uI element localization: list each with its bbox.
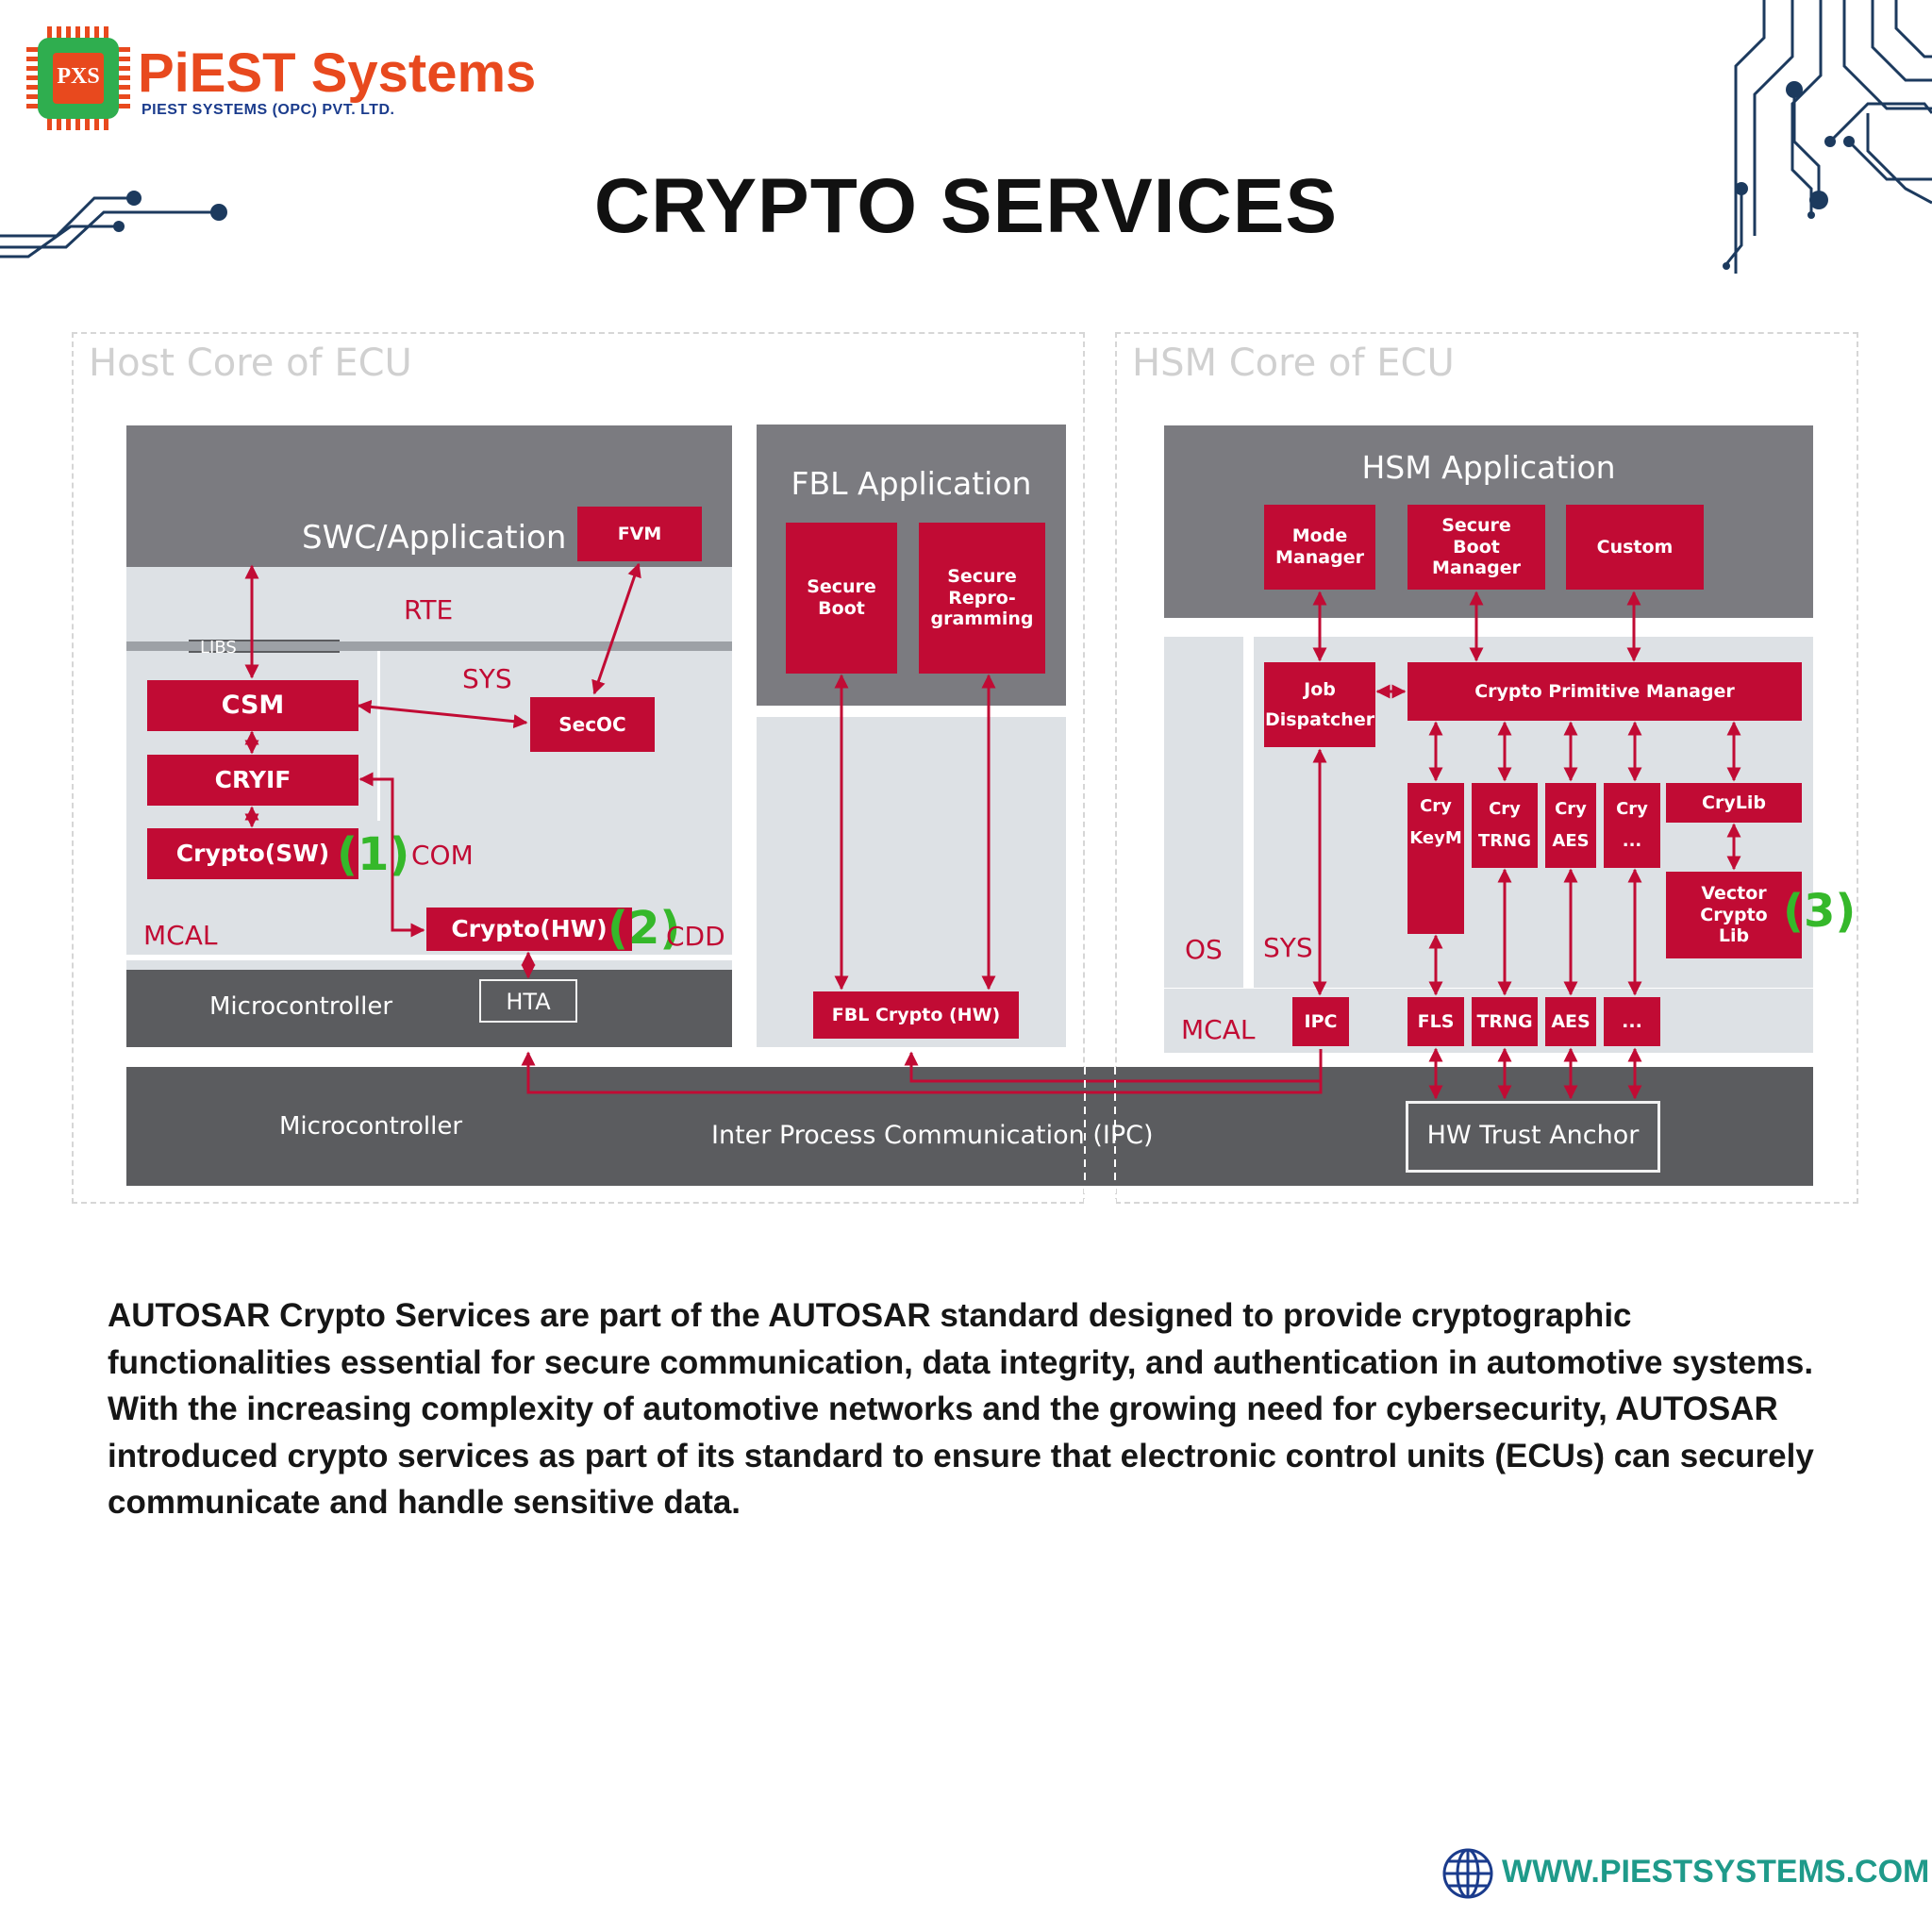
globe-icon [1442,1848,1493,1899]
vector-crypto-lib-module: Vector Crypto Lib [1666,872,1802,958]
trng-module: TRNG [1472,997,1538,1046]
sys-label: SYS [462,663,512,694]
rte-divider [126,641,732,651]
cry-trng-module: Cry TRNG [1472,783,1538,868]
crypto-sw-module: Crypto(SW) [147,828,358,879]
rte-label: RTE [404,594,454,625]
fbl-secure-boot-module: Secure Boot [786,523,897,674]
hsm-os-area [1164,637,1243,988]
csm-module: CSM [147,680,358,731]
hta-box [479,979,577,1023]
chip-logo-icon [26,26,130,130]
bottom-microcontroller-label: Microcontroller [279,1112,463,1141]
host-mcal-label: MCAL [143,920,218,951]
crylib-module: CryLib [1666,783,1802,823]
connector-arrows [244,562,1741,1100]
cry-keym-module: Cry KeyM [1407,783,1464,934]
swc-application-label: SWC/Application [302,519,567,557]
hsm-sys-label: SYS [1263,932,1313,963]
fvm-module: FVM [577,507,702,561]
secure-boot-manager-module: Secure Boot Manager [1407,505,1545,590]
fbl-crypto-hw-module: FBL Crypto (HW) [813,991,1019,1039]
circuit-left-icon [0,196,217,258]
fbl-application-label: FBL Application [791,465,1032,502]
mode-manager-module: Mode Manager [1264,505,1375,590]
more-module: ... [1604,997,1660,1046]
marker-2: (2) [608,902,681,955]
hsm-mcal-label: MCAL [1181,1014,1256,1045]
logo-letters: PXS [57,64,100,89]
fls-module: FLS [1407,997,1464,1046]
host-core-outline [72,332,1085,1204]
crypto-primitive-manager-module: Crypto Primitive Manager [1407,662,1802,721]
cryif-module: CRYIF [147,755,358,806]
job-dispatcher-module: Job Dispatcher [1264,662,1375,747]
brand-logo: PXS [26,26,130,130]
hsm-os-label: OS [1185,934,1223,965]
host-microcontroller-bar [126,970,732,1047]
hta-label: HTA [506,989,551,1015]
cdd-label: CDD [666,921,725,952]
hsm-core-label: HSM Core of ECU [1132,341,1455,385]
page-title: CRYPTO SERVICES [593,163,1339,249]
hw-trust-anchor-box [1406,1101,1660,1173]
circuit-right-icon [1724,0,1932,274]
cry-keym-label: Cry KeyM [1409,796,1462,849]
hsm-core-outline [1115,332,1858,1204]
marker-3: (3) [1783,885,1857,938]
brand-name: PiEST Systems [138,42,537,104]
secoc-module: SecOC [530,697,655,752]
libs-label: LIBS [200,638,237,658]
ipc-label: Inter Process Communication (IPC) [711,1121,1154,1150]
mcal-divider [126,955,732,960]
hsm-application-label: HSM Application [1361,449,1616,486]
custom-module: Custom [1566,505,1704,590]
hw-trust-anchor-label: HW Trust Anchor [1426,1121,1640,1150]
website-link[interactable]: WWW.PIESTSYSTEMS.COM [1502,1854,1930,1890]
crypto-hw-module: Crypto(HW) [426,908,632,951]
aes-module: AES [1545,997,1596,1046]
microcontroller-band [126,1067,1813,1186]
sys-area-divider [377,651,531,821]
cry-more-module: Cry ... [1604,783,1660,868]
ipc-module: IPC [1292,997,1349,1046]
host-core-label: Host Core of ECU [89,341,412,385]
fbl-secure-reprogramming-module: Secure Repro-gramming [919,523,1045,674]
cry-aes-module: Cry AES [1545,783,1596,868]
host-microcontroller-label: Microcontroller [209,992,393,1021]
brand-subtitle: PIEST SYSTEMS (OPC) PVT. LTD. [142,102,395,118]
description-paragraph: AUTOSAR Crypto Services are part of the … [108,1297,1814,1521]
